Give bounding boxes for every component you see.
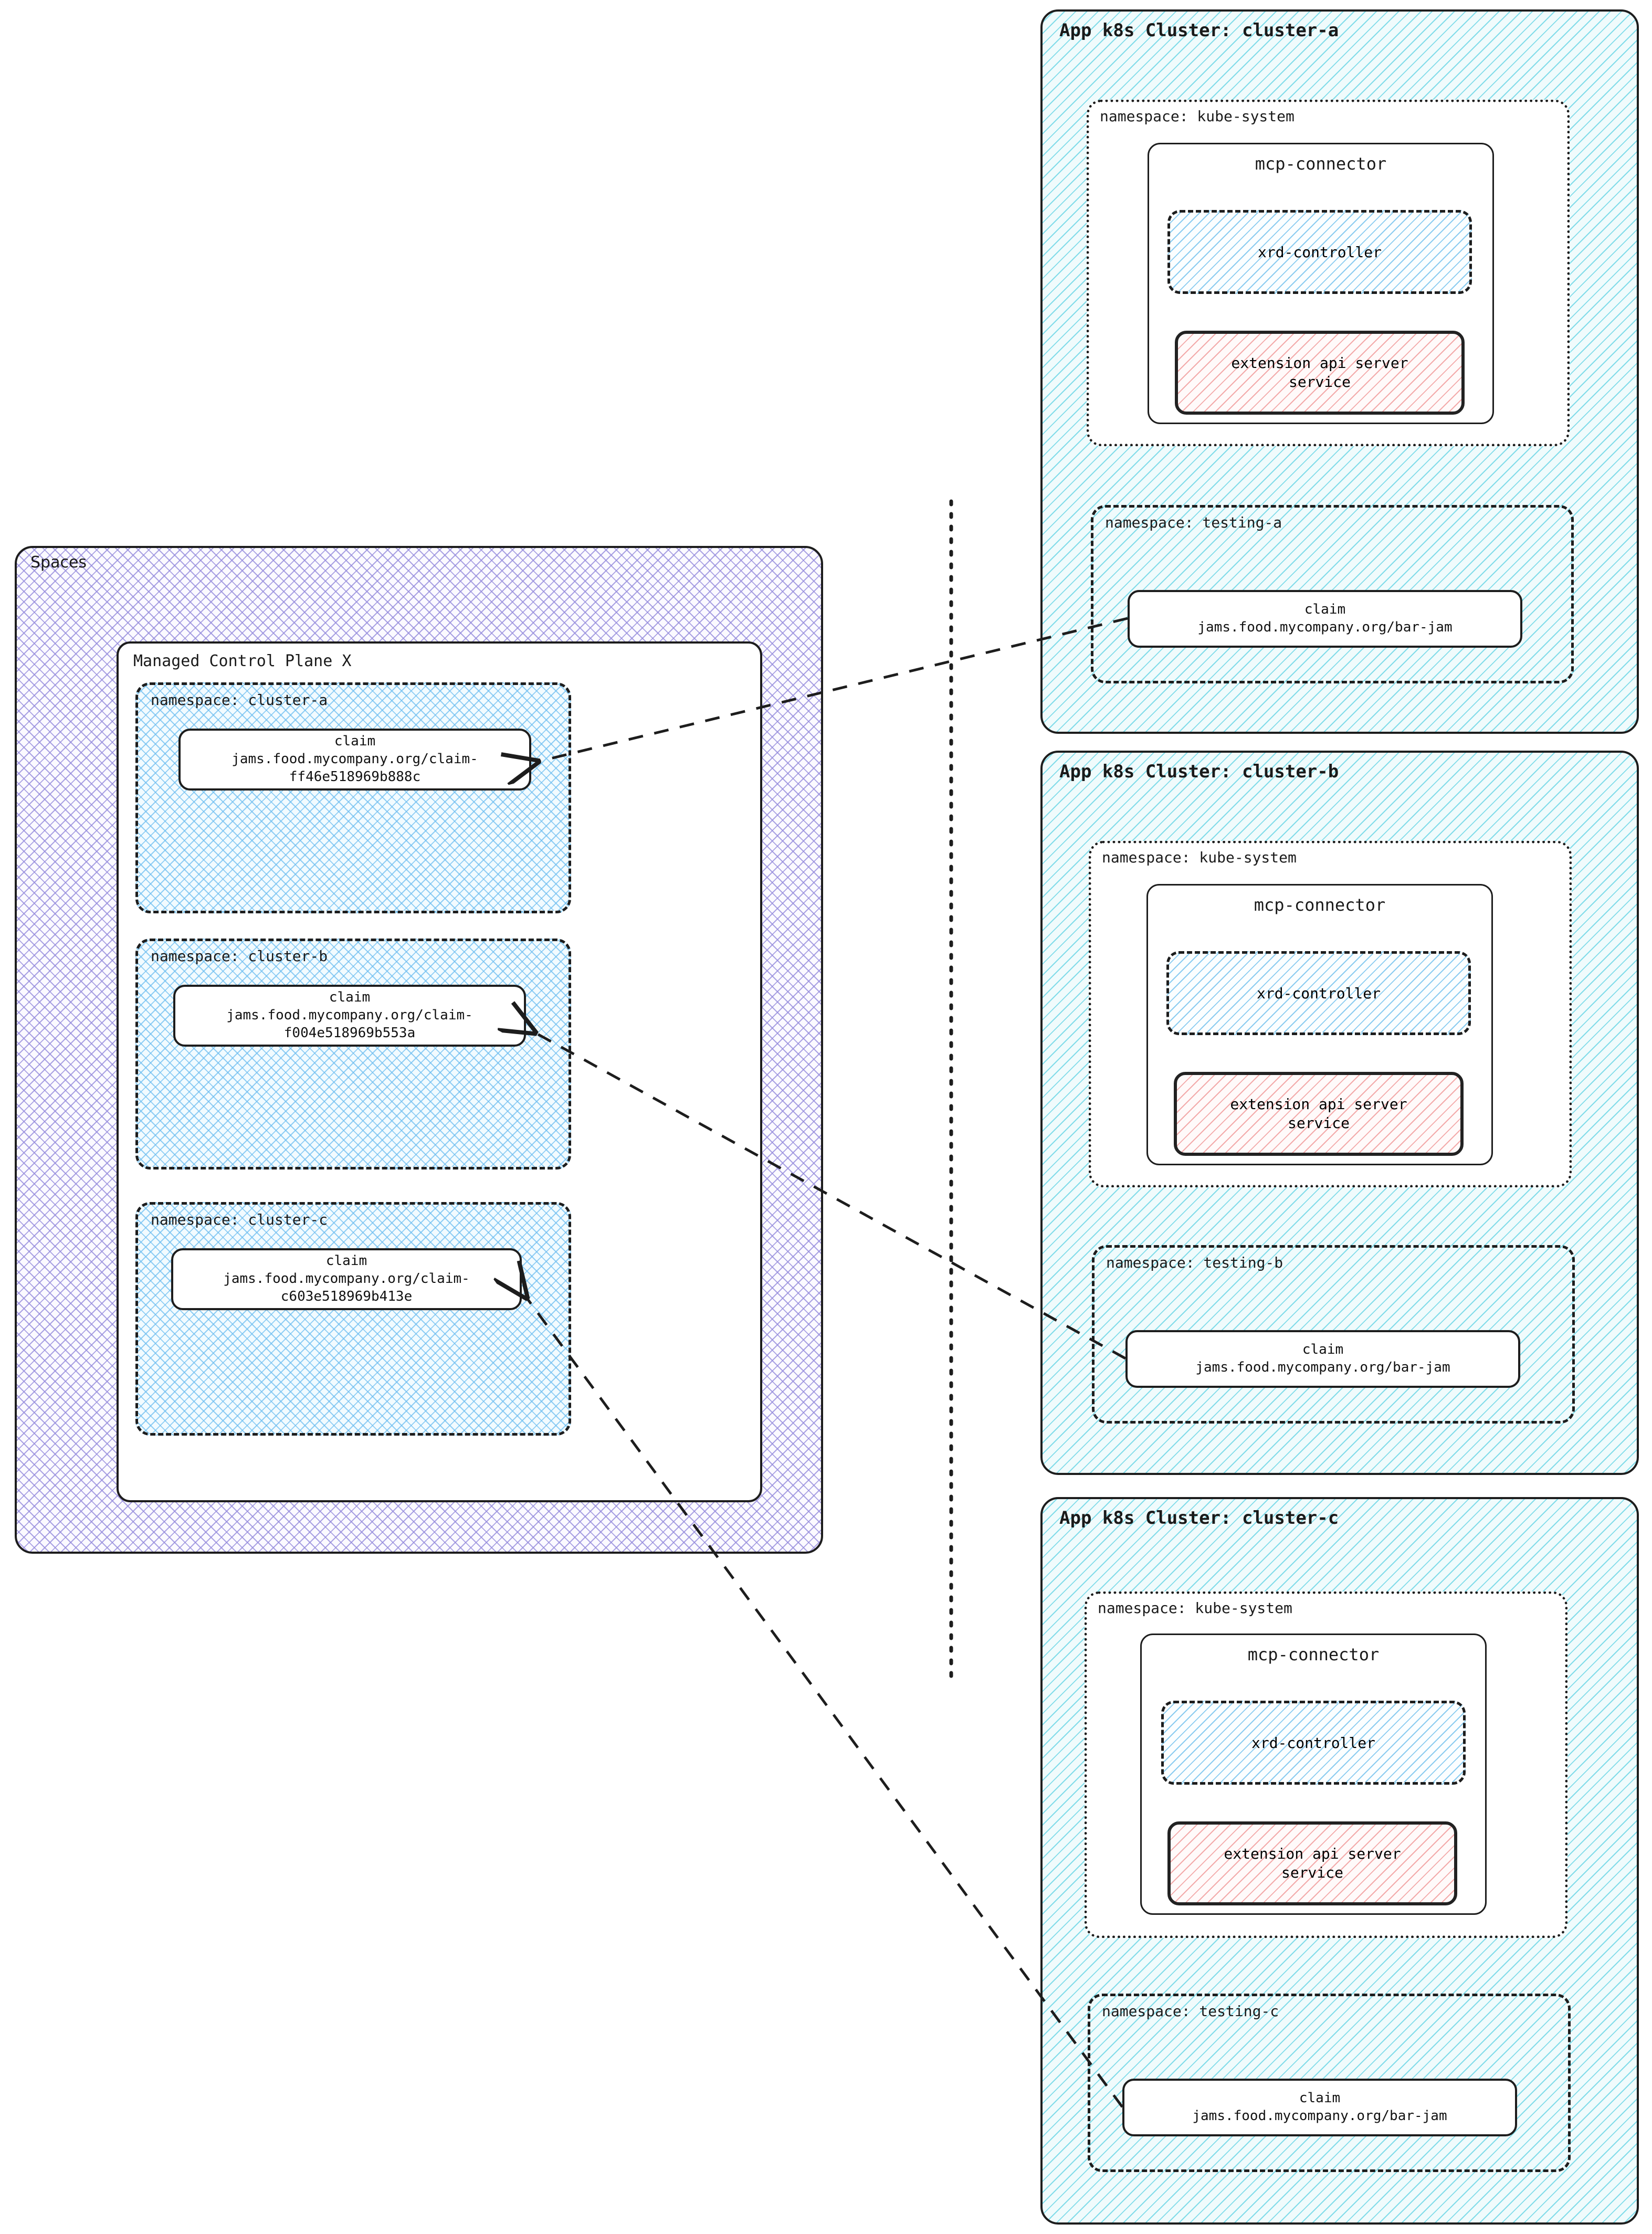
claim-ref-label: jams.food.mycompany.org/bar-jam bbox=[1192, 2108, 1447, 2124]
xrd-controller-a-label: xrd-controller bbox=[1257, 243, 1382, 261]
namespace-kube-system-a-label: namespace: kube-system bbox=[1100, 108, 1295, 125]
claim-ref-label: jams.food.mycompany.org/bar-jam bbox=[1195, 1360, 1450, 1375]
xrd-controller-b-label: xrd-controller bbox=[1256, 984, 1381, 1002]
namespace-cluster-b: namespace: cluster-b bbox=[135, 939, 571, 1169]
mcp-connector-a-title: mcp-connector bbox=[1255, 154, 1387, 174]
extension-api-server-c: extension api server service bbox=[1167, 1821, 1457, 1905]
claim-ref-label: jams.food.mycompany.org/claim-ff46e51896… bbox=[232, 751, 478, 785]
claim-ref-label: jams.food.mycompany.org/claim-f004e51896… bbox=[226, 1007, 473, 1041]
spaces-title: Spaces bbox=[30, 553, 87, 572]
xrd-controller-a: xrd-controller bbox=[1167, 210, 1472, 294]
namespace-testing-b-label: namespace: testing-b bbox=[1106, 1254, 1283, 1271]
claim-cluster-b[interactable]: claim jams.food.mycompany.org/claim-f004… bbox=[173, 985, 526, 1047]
claim-cluster-a[interactable]: claim jams.food.mycompany.org/claim-ff46… bbox=[178, 729, 531, 791]
namespace-cluster-c: namespace: cluster-c bbox=[135, 1202, 571, 1436]
claim-kind-label: claim bbox=[1304, 602, 1346, 618]
claim-kind-label: claim bbox=[325, 1253, 367, 1269]
claim-cluster-c[interactable]: claim jams.food.mycompany.org/claim-c603… bbox=[171, 1248, 522, 1310]
namespace-testing-a: namespace: testing-a bbox=[1091, 505, 1574, 683]
claim-testing-b[interactable]: claim jams.food.mycompany.org/bar-jam bbox=[1125, 1330, 1520, 1388]
app-cluster-c-title: App k8s Cluster: cluster-c bbox=[1059, 1508, 1339, 1529]
namespace-testing-c-label: namespace: testing-c bbox=[1102, 2003, 1279, 2020]
extension-api-server-b-line1: extension api server bbox=[1230, 1095, 1407, 1113]
claim-kind-label: claim bbox=[1302, 1342, 1344, 1358]
xrd-controller-c: xrd-controller bbox=[1161, 1701, 1466, 1785]
namespace-cluster-c-label: namespace: cluster-c bbox=[151, 1211, 328, 1228]
xrd-controller-b: xrd-controller bbox=[1166, 951, 1471, 1035]
mcp-connector-b-title: mcp-connector bbox=[1254, 895, 1386, 915]
claim-kind-label: claim bbox=[1299, 2090, 1341, 2106]
claim-kind-label: claim bbox=[329, 989, 371, 1006]
managed-control-plane-title: Managed Control Plane X bbox=[133, 652, 352, 670]
app-cluster-b-title: App k8s Cluster: cluster-b bbox=[1059, 761, 1339, 782]
xrd-controller-c-label: xrd-controller bbox=[1251, 1734, 1375, 1752]
claim-ref-label: jams.food.mycompany.org/bar-jam bbox=[1197, 619, 1453, 635]
claim-testing-c[interactable]: claim jams.food.mycompany.org/bar-jam bbox=[1122, 2079, 1517, 2136]
claim-testing-a[interactable]: claim jams.food.mycompany.org/bar-jam bbox=[1128, 590, 1522, 648]
extension-api-server-c-line2: service bbox=[1281, 1864, 1343, 1881]
extension-api-server-a-line1: extension api server bbox=[1231, 354, 1408, 372]
namespace-cluster-a: namespace: cluster-a bbox=[135, 682, 571, 913]
claim-ref-label: jams.food.mycompany.org/claim-c603e51896… bbox=[223, 1271, 470, 1304]
namespace-kube-system-c-label: namespace: kube-system bbox=[1098, 1599, 1292, 1617]
namespace-cluster-a-label: namespace: cluster-a bbox=[151, 691, 328, 709]
app-cluster-a-title: App k8s Cluster: cluster-a bbox=[1059, 20, 1339, 41]
claim-kind-label: claim bbox=[334, 733, 376, 750]
namespace-testing-a-label: namespace: testing-a bbox=[1105, 514, 1282, 531]
namespace-kube-system-b-label: namespace: kube-system bbox=[1102, 849, 1297, 866]
mcp-connector-c-title: mcp-connector bbox=[1247, 1645, 1380, 1664]
namespace-cluster-b-label: namespace: cluster-b bbox=[151, 947, 328, 965]
extension-api-server-a: extension api server service bbox=[1175, 331, 1465, 415]
extension-api-server-b: extension api server service bbox=[1174, 1072, 1464, 1156]
extension-api-server-b-line2: service bbox=[1287, 1114, 1350, 1132]
extension-api-server-c-line1: extension api server bbox=[1224, 1845, 1401, 1862]
extension-api-server-a-line2: service bbox=[1288, 373, 1351, 391]
